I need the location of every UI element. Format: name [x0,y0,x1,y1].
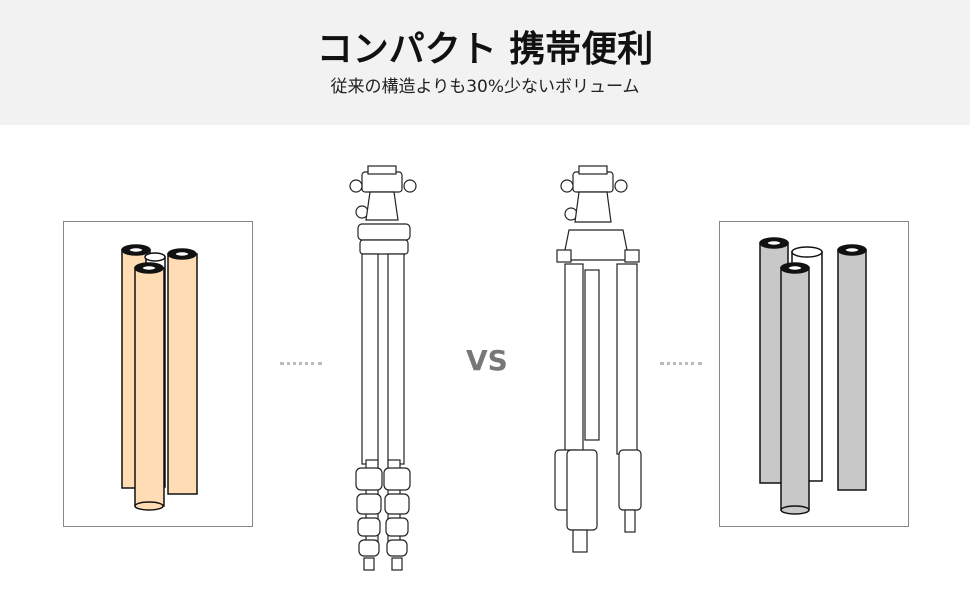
page-subtitle: 従来の構造よりも30%少ないボリューム [330,77,640,97]
product-tripod-illustration [349,165,417,571]
header-banner: コンパクト 携帯便利 従来の構造よりも30%少ないボリューム [0,0,970,125]
page-title: コンパクト 携帯便利 [316,29,654,70]
conventional-legs-illustration [759,237,867,515]
conventional-tripod-illustration [554,165,642,553]
connector-dots-left [280,362,322,365]
connector-dots-right [660,362,702,365]
vs-label: VS [466,344,508,377]
product-legs-illustration [121,244,198,511]
